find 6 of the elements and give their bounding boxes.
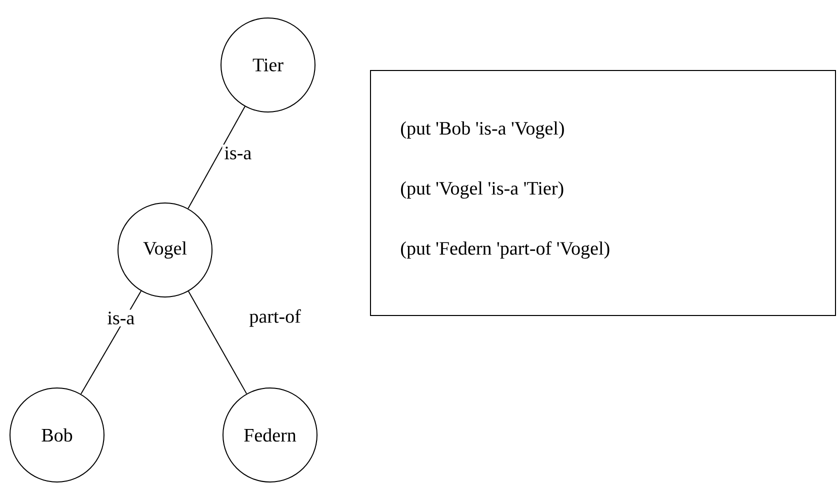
edge-label: is-a [105,310,137,326]
code-box: (put 'Bob 'is-a 'Vogel) (put 'Vogel 'is-a 'Tier) (put 'Federn 'part-of 'Vogel) [370,70,836,316]
connector-line [188,106,246,209]
connector-line [188,290,248,394]
edge-label: part-of [247,307,303,329]
edge-label: is-a [222,144,254,162]
